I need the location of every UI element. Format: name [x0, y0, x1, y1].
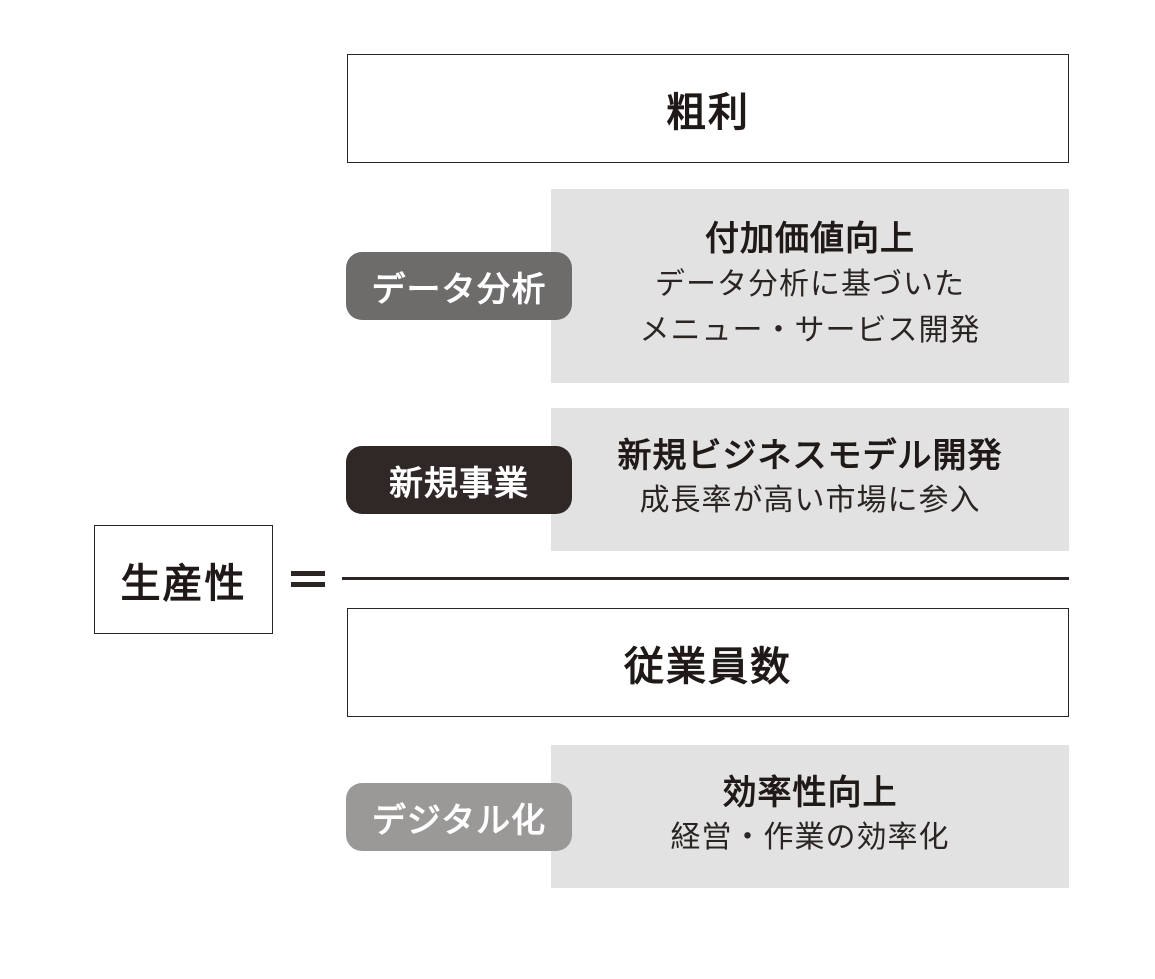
- factor-title: 付加価値向上: [705, 219, 915, 260]
- result-label: 生産性: [120, 560, 247, 607]
- factor-panel-efficiency: 効率性向上 経営・作業の効率化: [551, 745, 1069, 888]
- fraction-line: [342, 577, 1069, 580]
- numerator-box: 粗利: [347, 54, 1069, 163]
- tag-data-analysis: データ分析: [346, 252, 572, 320]
- factor-description-line: 成長率が高い市場に参入: [639, 483, 981, 519]
- factor-description-line: メニュー・サービス開発: [639, 313, 981, 349]
- factor-title: 新規ビジネスモデル開発: [617, 436, 1003, 477]
- factor-panel-value-added: 付加価値向上 データ分析に基づいた メニュー・サービス開発: [551, 189, 1069, 383]
- denominator-label: 従業員数: [624, 643, 792, 690]
- tag-label: 新規事業: [389, 463, 529, 504]
- tag-label: データ分析: [371, 269, 547, 310]
- factor-panel-new-business-model: 新規ビジネスモデル開発 成長率が高い市場に参入: [551, 408, 1069, 551]
- factor-title: 効率性向上: [722, 773, 898, 814]
- denominator-box: 従業員数: [347, 608, 1069, 717]
- tag-digitalization: デジタル化: [346, 783, 572, 851]
- equals-sign: [291, 571, 325, 587]
- tag-new-business: 新規事業: [346, 446, 572, 514]
- numerator-label: 粗利: [666, 89, 750, 136]
- factor-description-line: 経営・作業の効率化: [670, 820, 950, 856]
- result-box: 生産性: [94, 525, 273, 634]
- factor-description-line: データ分析に基づいた: [655, 266, 965, 302]
- tag-label: デジタル化: [371, 800, 547, 841]
